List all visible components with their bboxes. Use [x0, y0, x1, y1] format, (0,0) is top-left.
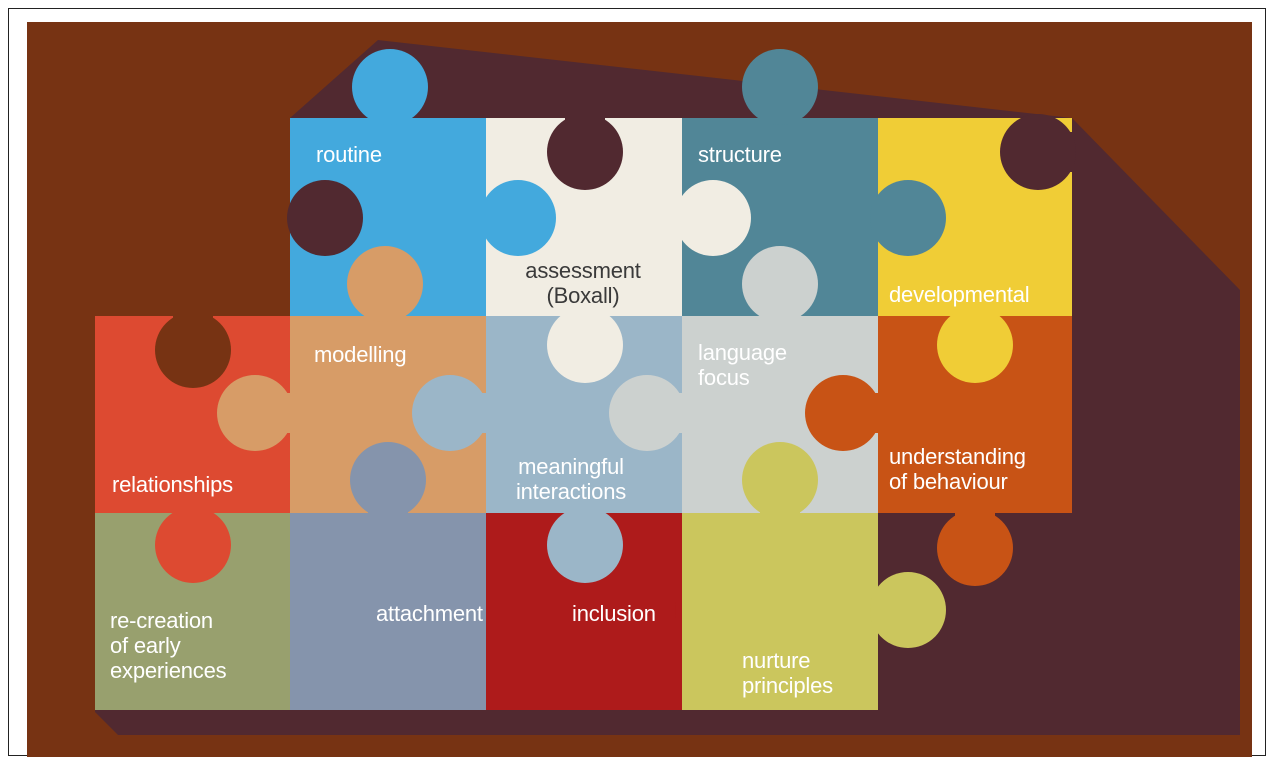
- developmental-knob: [937, 307, 1013, 383]
- label-meaningful-interactions: meaningful interactions: [486, 454, 656, 504]
- label-developmental: developmental: [889, 282, 1030, 307]
- assessment-knob-bottom: [547, 307, 623, 383]
- routine-knob: [480, 180, 556, 256]
- piece-routine: [290, 49, 486, 316]
- label-meaningful-line1: meaningful: [518, 454, 624, 479]
- label-language-focus: language focus: [698, 340, 787, 390]
- label-recreation: re-creation of early experiences: [110, 608, 227, 683]
- label-understanding-of-behaviour: understanding of behaviour: [889, 444, 1026, 494]
- label-understanding-line2: of behaviour: [889, 469, 1008, 494]
- label-structure: structure: [698, 142, 782, 167]
- meaningful-knob: [547, 507, 623, 583]
- label-nurture-principles: nurture principles: [742, 648, 833, 698]
- label-nurture-line1: nurture: [742, 648, 811, 673]
- label-recreation-line1: re-creation: [110, 608, 213, 633]
- developmental-slot: [1000, 114, 1076, 190]
- relationships-knob: [155, 507, 231, 583]
- label-language-line1: language: [698, 340, 787, 365]
- label-modelling: modelling: [314, 342, 407, 367]
- assessment-slot: [547, 114, 623, 190]
- label-meaningful-line2: interactions: [515, 479, 627, 504]
- label-understanding-line1: understanding: [889, 444, 1026, 469]
- label-recreation-line2: of early: [110, 633, 181, 658]
- label-routine: routine: [316, 142, 382, 167]
- routine-slot: [287, 180, 363, 256]
- label-language-line2: focus: [698, 365, 750, 390]
- label-attachment: attachment: [376, 601, 483, 626]
- assessment-knob-right: [675, 180, 751, 256]
- label-inclusion: inclusion: [572, 601, 656, 626]
- label-assessment: assessment (Boxall): [500, 258, 666, 308]
- label-assessment-line1: assessment: [525, 258, 641, 283]
- relationships-slot: [155, 312, 231, 388]
- label-recreation-line3: experiences: [110, 658, 227, 683]
- label-relationships: relationships: [112, 472, 233, 497]
- piece-nurture-principles: [682, 442, 946, 710]
- label-assessment-line2: (Boxall): [546, 283, 620, 308]
- label-nurture-line2: principles: [742, 673, 833, 698]
- structure-knob: [870, 180, 946, 256]
